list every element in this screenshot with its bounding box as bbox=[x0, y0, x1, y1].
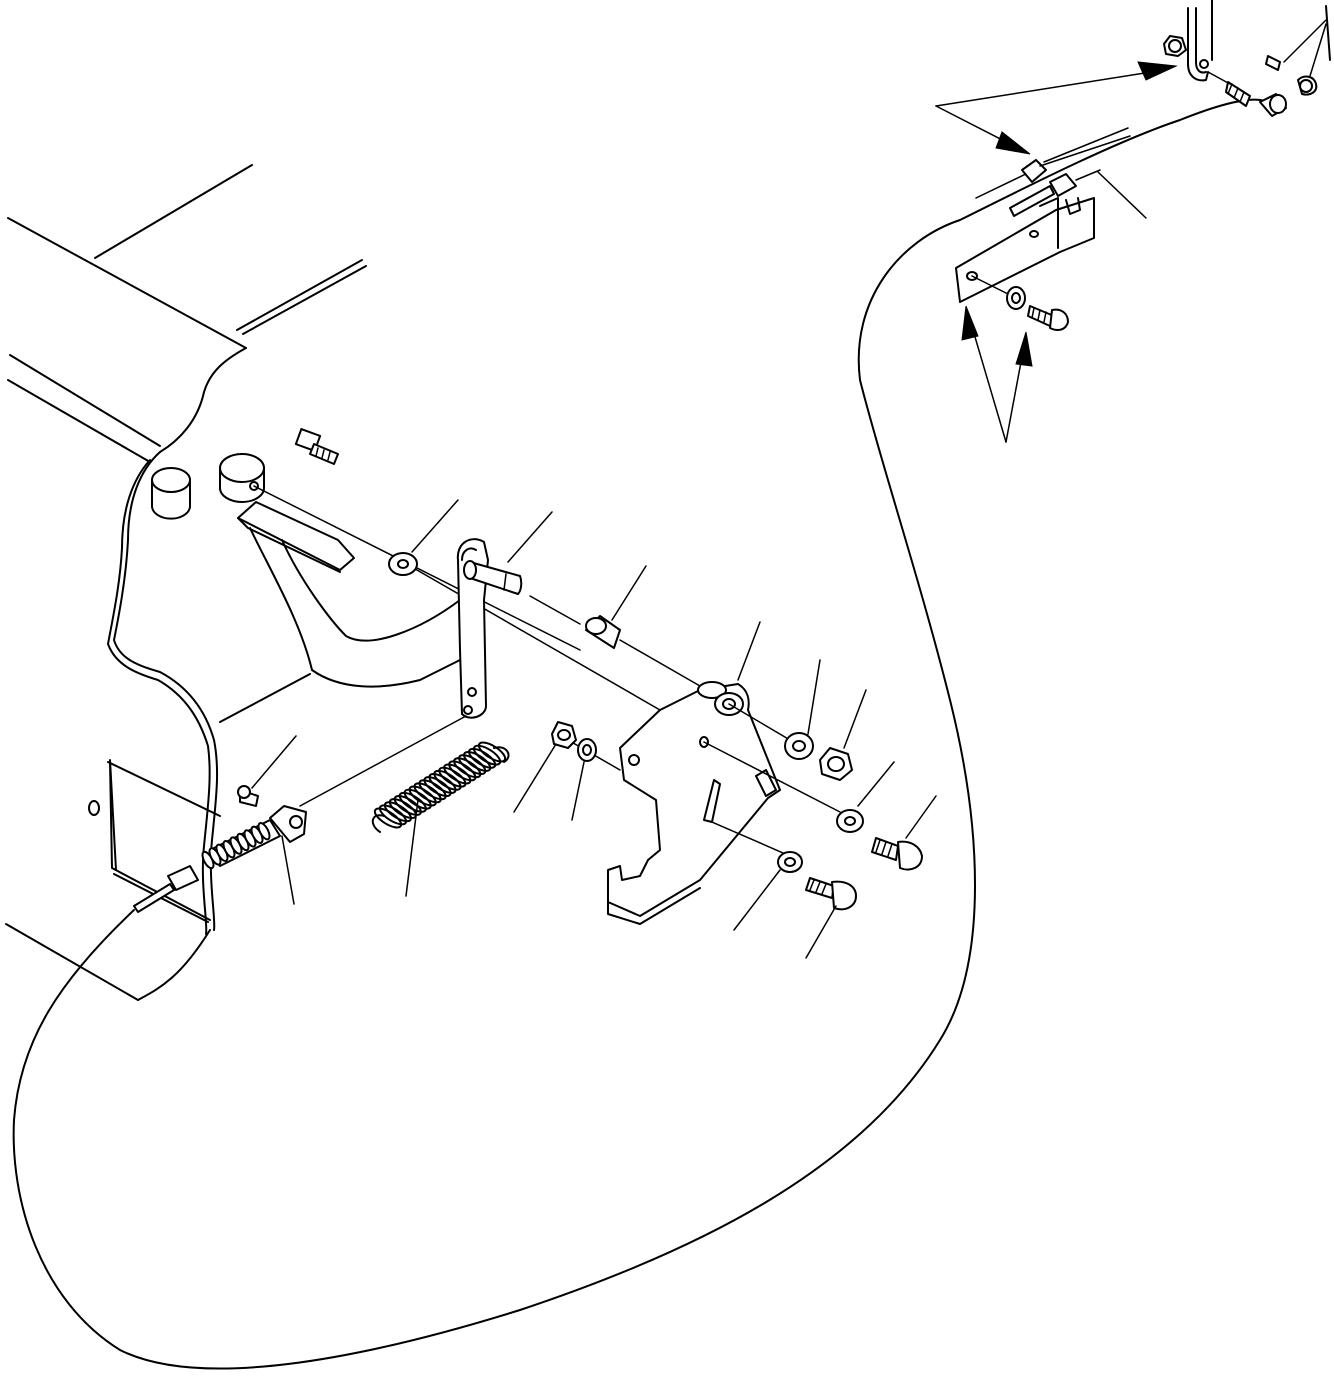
leader-shaft-bushing bbox=[611, 565, 647, 621]
cable-upper-end bbox=[975, 127, 1131, 217]
spring-coil bbox=[443, 763, 472, 785]
leader-bracket bbox=[737, 621, 761, 681]
callout-leaders bbox=[251, 19, 1327, 959]
leader-washer-mid bbox=[857, 761, 895, 807]
cable-clevis bbox=[201, 805, 307, 870]
spring-coil bbox=[403, 788, 432, 810]
leader-washer-low bbox=[733, 869, 781, 931]
leader-lever-clevis bbox=[1309, 23, 1327, 77]
bracket-washer-low bbox=[777, 851, 803, 873]
leader-washer-top bbox=[807, 659, 821, 735]
plate-washer bbox=[1006, 286, 1026, 310]
leader-bolt-mid bbox=[905, 795, 937, 839]
leader-cable bbox=[1097, 171, 1147, 219]
pedal-mount-boss bbox=[151, 467, 191, 520]
spring-coil bbox=[463, 750, 492, 772]
spring-coil bbox=[408, 785, 437, 807]
align-line-clevis bbox=[299, 715, 467, 807]
spring-coil bbox=[373, 807, 403, 829]
arrow-head-cable bbox=[995, 131, 1031, 155]
engine-lever-bolt bbox=[1265, 55, 1318, 96]
pedal-shaft bbox=[463, 560, 523, 595]
spring-coil bbox=[383, 801, 413, 823]
leader-clevis-pin bbox=[251, 735, 297, 789]
spring-coil bbox=[428, 772, 457, 794]
align-line-bushing bbox=[619, 639, 701, 687]
spring-coil bbox=[477, 741, 507, 763]
callout-arrows bbox=[935, 61, 1178, 443]
leader-spring-washer bbox=[571, 761, 585, 821]
pedal-washer bbox=[388, 552, 418, 576]
leader-pedal-shaft bbox=[507, 511, 553, 563]
leader-spring-nut bbox=[513, 743, 557, 813]
spring-coil bbox=[453, 757, 482, 779]
spring-washer bbox=[577, 738, 597, 762]
leader-spring bbox=[405, 799, 419, 897]
plate-bolt bbox=[1027, 305, 1069, 331]
leader-nut-top bbox=[843, 689, 867, 749]
align-line-top-bolt bbox=[728, 703, 791, 741]
align-line-shaft bbox=[529, 595, 581, 625]
pedal-bolt-top bbox=[294, 428, 339, 465]
spring-coil bbox=[467, 747, 497, 769]
throttle-cable bbox=[12, 98, 1271, 1370]
spring-coil bbox=[458, 754, 487, 776]
bracket-bolt-mid bbox=[871, 837, 923, 871]
cable-thread-ring bbox=[257, 822, 271, 841]
return-spring bbox=[371, 741, 510, 833]
spring-coil bbox=[398, 791, 427, 813]
engine-lever-nut bbox=[1163, 35, 1187, 57]
clevis-pin bbox=[237, 785, 259, 807]
spring-nut bbox=[551, 721, 577, 749]
bracket-washer-top bbox=[784, 732, 814, 760]
leader-bolt-low bbox=[805, 905, 837, 959]
arrow-head-plate bbox=[961, 305, 979, 341]
spring-coil bbox=[433, 769, 462, 791]
spring-coil bbox=[413, 782, 442, 804]
shaft-bushing bbox=[585, 615, 621, 649]
bracket-bolt-low bbox=[805, 877, 857, 911]
spring-coil bbox=[448, 760, 477, 782]
spring-coil bbox=[393, 794, 422, 816]
engine-lever-housing bbox=[1187, 0, 1331, 82]
pedal-bushing-left bbox=[219, 453, 265, 503]
align-line-plate bbox=[971, 275, 1013, 297]
cable-mount-plate bbox=[955, 197, 1095, 303]
spring-coil bbox=[378, 804, 408, 826]
accelerator-pedal bbox=[237, 501, 489, 719]
leader-lever-bolt bbox=[1283, 19, 1327, 63]
bracket-nut-top bbox=[819, 747, 853, 781]
engine-lever-clevis bbox=[1207, 71, 1287, 117]
bracket-washer-mid bbox=[836, 809, 864, 833]
align-line-washer bbox=[409, 565, 661, 711]
spring-coil bbox=[438, 766, 467, 788]
spring-coil bbox=[418, 779, 447, 801]
arrow-head-bolt bbox=[1015, 331, 1033, 367]
leader-pedal-washer bbox=[411, 499, 459, 553]
leader-clevis bbox=[281, 835, 295, 905]
spring-coil bbox=[472, 744, 502, 766]
arrow-head-nut bbox=[1137, 61, 1178, 81]
align-line-mid-bolt bbox=[703, 741, 841, 813]
spring-coil bbox=[423, 776, 452, 798]
align-line-low-bolt bbox=[711, 821, 791, 857]
